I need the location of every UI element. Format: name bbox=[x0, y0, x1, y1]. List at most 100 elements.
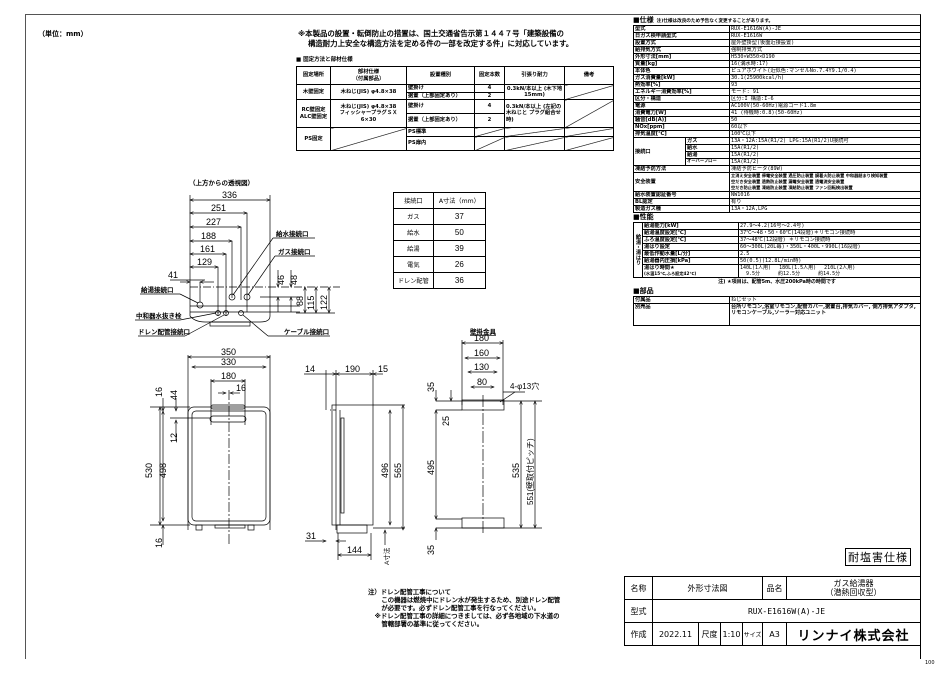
spec-value: H530×W350×D190 bbox=[729, 53, 921, 61]
bracket-hole-label: 4-φ13穴 bbox=[510, 381, 539, 391]
spec-value: 13A・12A,LPG bbox=[729, 205, 921, 213]
rc-material-2: フィッシャープラグＳＸ 6×30 bbox=[339, 110, 398, 123]
dim-bracket-495: 495 bbox=[426, 460, 436, 475]
dim-bracket-80: 80 bbox=[477, 377, 487, 387]
dim-144: 144 bbox=[347, 545, 362, 555]
perf-group-label: 給湯・湯はり bbox=[633, 222, 643, 278]
header-count: 固定本数 bbox=[474, 66, 505, 85]
parts-value: ねじセット bbox=[729, 296, 921, 304]
label-hot-outlet: 給湯接続口 bbox=[141, 285, 174, 294]
dim-496: 496 bbox=[380, 463, 390, 478]
label-drain-port: ドレン配管接続口 bbox=[138, 327, 190, 336]
title-block: 名称 外形寸法図 品名 ガス給湯器 （潜熱回収型） 型式 RUX-E1616W(… bbox=[624, 576, 921, 646]
spec-title-note: 注)仕様は改良のため予告なく変更することがあります。 bbox=[656, 19, 774, 24]
spec-value: 13A・12A:15A(R1/2) LPG:15A(R1/2)U接続可 bbox=[729, 137, 921, 145]
perf-key: 給湯温度設定[℃] bbox=[642, 229, 739, 237]
spec-value: RUX-E1616W bbox=[729, 32, 921, 40]
spec-key: 給水 bbox=[685, 144, 730, 152]
spec-value: 屋外壁掛型(後面近接設置) bbox=[729, 39, 921, 47]
spec-key: 製造ガス種 bbox=[633, 205, 730, 213]
spec-value: 30.1(25900kcal/h) bbox=[729, 74, 921, 82]
dim-46: 46 bbox=[276, 275, 286, 285]
dim-bracket-130: 130 bbox=[474, 362, 489, 372]
safety-line: 立消え安全装置 停電安全装置 過圧防止装置 誤着火防止装置 中和器詰まり検知装置 bbox=[731, 173, 888, 178]
spec-key: エネルギー消費効率[%] bbox=[633, 88, 730, 96]
fill-time: 約12.5分 bbox=[778, 271, 801, 277]
ps-place: PS固定 bbox=[296, 127, 331, 151]
fill-time: 9.5分 bbox=[746, 271, 761, 277]
dim-129: 129 bbox=[197, 257, 212, 267]
spec-key: 外形寸法[mm] bbox=[633, 53, 730, 61]
spec-value: 凍結予防ヒータ(89W) bbox=[729, 165, 921, 173]
fill-time-label: 湯はり時間★ bbox=[644, 265, 675, 271]
parts-value: 台所リモコン,浴室リモコン,配管カバー,据置台,排気カバー, 側方排気アダプタ,… bbox=[729, 303, 921, 326]
spec-heading: ■仕様注)仕様は改良のため予告なく変更することがあります。 bbox=[633, 16, 921, 25]
notice-line-2: 構造耐力上安全な構造方法を定める件の一部を改定する件」に対応しています。 bbox=[308, 39, 574, 48]
spec-key: 排気温度[℃] bbox=[633, 130, 730, 138]
model-label: 型式 bbox=[624, 599, 653, 623]
product-name: ガス給湯器 （潜熱回収型） bbox=[786, 576, 921, 600]
unit-label: （単位：mm） bbox=[38, 30, 88, 38]
spec-key: 型式 bbox=[633, 25, 730, 33]
name-label: 名称 bbox=[624, 576, 653, 600]
perf-value: 37℃～48・50・60℃(14段階)＊リモコン接続時 bbox=[738, 229, 921, 237]
spec-key: 設置方式 bbox=[633, 39, 730, 47]
performance-title: ■性能 bbox=[633, 213, 654, 221]
spec-key: 凍結予防方法 bbox=[633, 165, 730, 173]
top-view bbox=[135, 195, 340, 337]
dim-16-top: 16 bbox=[154, 387, 164, 397]
performance-table: 給湯・湯はり給湯能力[kW]27.9～4.2(16号～2.4号) 給湯温度設定[… bbox=[633, 222, 921, 278]
ps-remarks-2 bbox=[564, 136, 614, 151]
dim-bracket-35-top: 35 bbox=[426, 382, 436, 392]
dim-190: 190 bbox=[345, 364, 360, 374]
dim-31: 31 bbox=[306, 531, 316, 541]
dim-336: 336 bbox=[222, 190, 237, 200]
spec-value: 16(満水時:17) bbox=[729, 60, 921, 68]
performance-note: 注) ★項目は、配管5m、水圧200kPa時の時間です bbox=[718, 279, 836, 285]
perf-key: 最低作動水量[L/分] bbox=[642, 250, 739, 258]
spec-key: 質量[kg] bbox=[633, 60, 730, 68]
label-cable-port: ケーブル接続口 bbox=[284, 327, 329, 336]
page-number: 100 bbox=[925, 660, 935, 666]
spec-value: AC100V(50-60Hz)電源コード1.8m bbox=[729, 102, 921, 110]
spec-connection-label: 接続口 bbox=[633, 137, 686, 166]
rc-strength: 0.3kN/本以上 (左記の木ねじと プラグ組合せ時) bbox=[504, 99, 565, 128]
bracket-title: 壁掛金具 bbox=[470, 327, 497, 336]
spec-value: モード: 91 bbox=[729, 88, 921, 96]
spec-safety-value: 立消え安全装置 停電安全装置 過圧防止装置 誤着火防止装置 中和器詰まり検知装置… bbox=[729, 172, 921, 192]
spec-value: 15A(R1/2) bbox=[729, 144, 921, 152]
fill-time: 約14.5分 bbox=[818, 271, 841, 277]
technical-drawings: （上方からの透視図） 336 251 227 188 161 129 41 46… bbox=[135, 178, 542, 565]
spec-key: 消費電力[W] bbox=[633, 109, 730, 117]
dim-88: 88 bbox=[295, 296, 305, 306]
side-view bbox=[304, 370, 405, 560]
perf-key: 湯はり設定 bbox=[642, 243, 739, 251]
label-neutralizer-plug: 中和器水抜き栓 bbox=[136, 311, 182, 320]
spec-key: NOx[ppm] bbox=[633, 123, 730, 131]
top-view-caption: （上方からの透視図） bbox=[189, 178, 254, 187]
scale-value: 1:10 bbox=[720, 622, 743, 646]
fill-time-values: 140L(1人用)180L(1.5人用)210L(2人用) 9.5分約12.5分… bbox=[738, 264, 921, 278]
spec-value: RUX-E1616W(A)-JE bbox=[729, 25, 921, 33]
fill-time-key: 湯はり時間★(水温15℃,ふろ設定42℃) bbox=[642, 264, 739, 278]
dim-188: 188 bbox=[201, 231, 216, 241]
spec-value: 区分:I 構造:I-6 bbox=[729, 95, 921, 103]
dim-161: 161 bbox=[200, 244, 215, 254]
perf-value: 37～48℃(12段階) ＊リモコン接続時 bbox=[738, 236, 921, 244]
spec-value: 93 bbox=[729, 81, 921, 89]
dim-41: 41 bbox=[168, 270, 178, 280]
parts-key: 付属品 bbox=[633, 296, 730, 304]
parts-title: ■部品 bbox=[633, 287, 654, 295]
spec-value: 15A(R1/2) bbox=[729, 158, 921, 166]
dim-a: A寸法 bbox=[382, 547, 391, 565]
spec-key: 区分・構造 bbox=[633, 95, 730, 103]
dim-498: 498 bbox=[158, 463, 168, 478]
rc-remarks bbox=[564, 99, 614, 128]
spec-key: 安全装置 bbox=[633, 172, 730, 192]
fill-size: 140L(1人用) bbox=[740, 265, 772, 271]
fixing-caption: ■ 固定方法と部材仕様 bbox=[296, 57, 353, 63]
perf-key: ふろ温度設定[℃] bbox=[642, 236, 739, 244]
